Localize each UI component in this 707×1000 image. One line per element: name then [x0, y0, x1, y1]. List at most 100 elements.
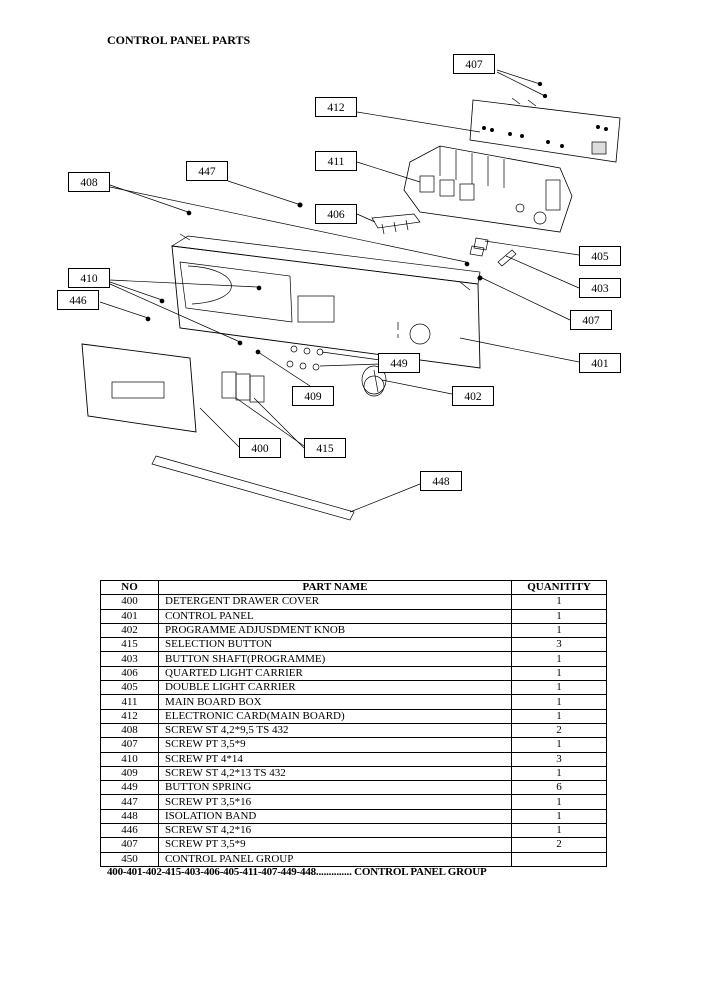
cell-part-name: SELECTION BUTTON — [158, 637, 512, 653]
cell-part-name: SCREW ST 4,2*13 TS 432 — [158, 765, 512, 782]
cell-no: 403 — [100, 651, 159, 667]
header-no: NO — [100, 579, 159, 596]
callout-402: 402 — [452, 386, 494, 406]
cell-no: 447 — [100, 794, 159, 810]
callout-448: 448 — [420, 471, 462, 491]
header-part-name: PART NAME — [158, 579, 512, 596]
cell-part-name: DETERGENT DRAWER COVER — [158, 594, 512, 610]
cell-part-name: QUARTED LIGHT CARRIER — [158, 665, 512, 682]
cell-no: 401 — [100, 608, 159, 624]
group-footnote: 400-401-402-415-403-406-405-411-407-449-… — [107, 866, 487, 878]
cell-no: 407 — [100, 837, 159, 853]
cell-no: 406 — [100, 665, 159, 682]
callout-406: 406 — [315, 204, 357, 224]
cell-quantity: 1 — [511, 708, 607, 724]
callout-407-right: 407 — [570, 310, 612, 330]
callout-449: 449 — [378, 353, 420, 373]
cell-no: 411 — [100, 694, 159, 710]
cell-no: 402 — [100, 622, 159, 639]
cell-part-name: SCREW PT 3,5*16 — [158, 794, 512, 810]
cell-quantity: 3 — [511, 751, 607, 767]
cell-quantity: 6 — [511, 780, 607, 796]
cell-part-name: SCREW PT 4*14 — [158, 751, 512, 767]
callout-446: 446 — [57, 290, 99, 310]
cell-no: 400 — [100, 594, 159, 610]
cell-quantity: 1 — [511, 765, 607, 782]
cell-part-name: DOUBLE LIGHT CARRIER — [158, 680, 512, 696]
page-title: CONTROL PANEL PARTS — [107, 33, 251, 47]
callout-400: 400 — [239, 438, 281, 458]
cell-no: 408 — [100, 722, 159, 739]
cell-quantity: 1 — [511, 694, 607, 710]
cell-part-name: BUTTON SHAFT(PROGRAMME) — [158, 651, 512, 667]
callout-412: 412 — [315, 97, 357, 117]
table-header-row: NO PART NAME QUANITITY — [100, 579, 607, 596]
cell-quantity: 1 — [511, 680, 607, 696]
cell-part-name: SCREW ST 4,2*9,5 TS 432 — [158, 722, 512, 739]
callout-401: 401 — [579, 353, 621, 373]
cell-quantity: 1 — [511, 608, 607, 624]
exploded-parts-diagram — [81, 69, 621, 521]
cell-quantity — [511, 851, 607, 867]
cell-quantity: 2 — [511, 722, 607, 739]
callout-447: 447 — [186, 161, 228, 181]
cell-part-name: PROGRAMME ADJUSDMENT KNOB — [158, 622, 512, 639]
cell-quantity: 1 — [511, 737, 607, 753]
header-quantity: QUANITITY — [511, 579, 607, 596]
cell-quantity: 1 — [511, 665, 607, 682]
cell-quantity: 1 — [511, 794, 607, 810]
cell-part-name: SCREW ST 4,2*16 — [158, 823, 512, 839]
callout-407-top: 407 — [453, 54, 495, 74]
cell-part-name: CONTROL PANEL — [158, 608, 512, 624]
cell-no: 409 — [100, 765, 159, 782]
cell-part-name: SCREW PT 3,5*9 — [158, 837, 512, 853]
cell-part-name: MAIN BOARD BOX — [158, 694, 512, 710]
cell-part-name: ELECTRONIC CARD(MAIN BOARD) — [158, 708, 512, 724]
cell-no: 450 — [100, 851, 159, 867]
cell-no: 410 — [100, 751, 159, 767]
cell-no: 446 — [100, 823, 159, 839]
callout-405: 405 — [579, 246, 621, 266]
cell-part-name: ISOLATION BAND — [158, 808, 512, 825]
cell-quantity: 1 — [511, 594, 607, 610]
cell-quantity: 1 — [511, 622, 607, 639]
cell-no: 405 — [100, 680, 159, 696]
callout-403: 403 — [579, 278, 621, 298]
cell-part-name: SCREW PT 3,5*9 — [158, 737, 512, 753]
callout-411: 411 — [315, 151, 357, 171]
cell-quantity: 2 — [511, 837, 607, 853]
cell-no: 449 — [100, 780, 159, 796]
callout-410: 410 — [68, 268, 110, 288]
callout-409: 409 — [292, 386, 334, 406]
cell-quantity: 1 — [511, 823, 607, 839]
cell-quantity: 3 — [511, 637, 607, 653]
cell-no: 448 — [100, 808, 159, 825]
callout-415: 415 — [304, 438, 346, 458]
callout-408: 408 — [68, 172, 110, 192]
cell-no: 407 — [100, 737, 159, 753]
cell-no: 415 — [100, 637, 159, 653]
cell-quantity: 1 — [511, 808, 607, 825]
cell-quantity: 1 — [511, 651, 607, 667]
